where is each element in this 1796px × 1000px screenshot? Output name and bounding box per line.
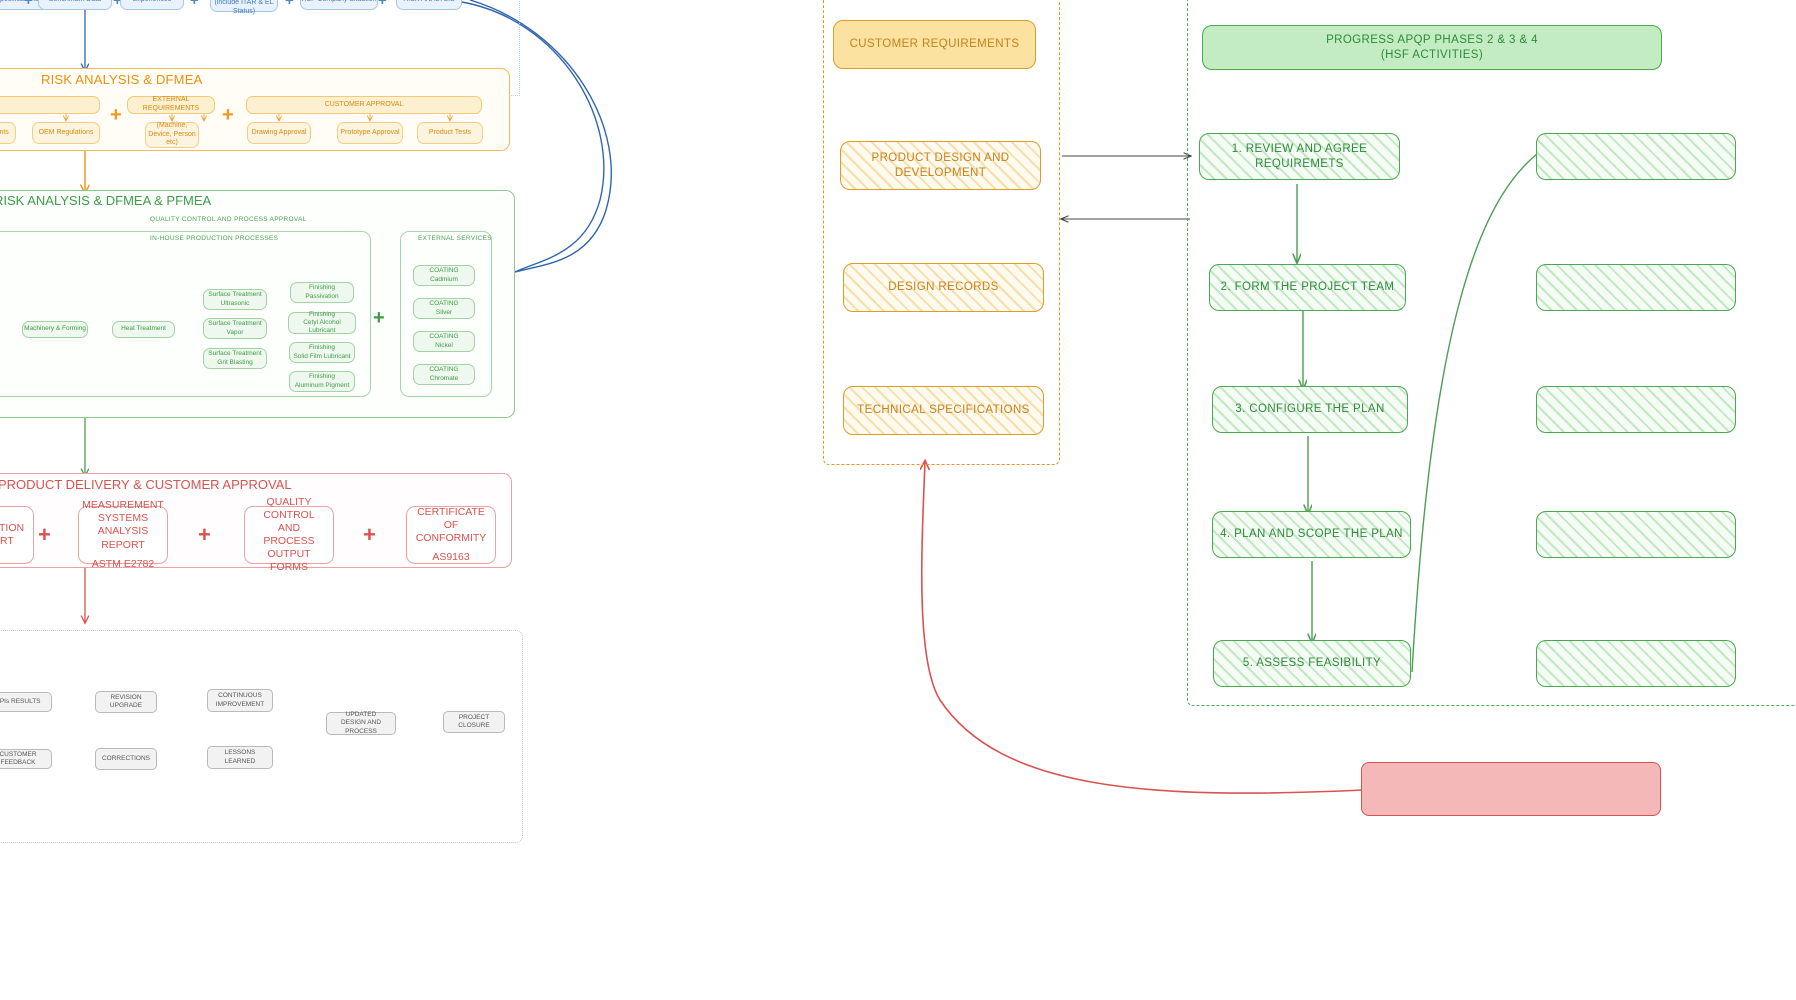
closure-node-0[interactable]: KPIs RESULTS: [0, 692, 52, 712]
closure-section: [0, 630, 523, 843]
inhouse-node-8[interactable]: Finishing Aluminum Pigment: [289, 371, 355, 392]
closure-node-6[interactable]: UPDATED DESIGN AND PROCESS: [326, 711, 396, 735]
input-item-design-records[interactable]: DESIGN RECORDS: [843, 263, 1044, 312]
delivery-box-3[interactable]: CERTIFICATE OF CONFORMITY AS9163: [406, 506, 496, 564]
delivery-box-2[interactable]: QUALITY CONTROL AND PROCESS OUTPUT FORMS: [244, 496, 334, 573]
apqp-step-offscreen-4[interactable]: [1536, 511, 1736, 558]
external-node-0[interactable]: COATING Cadmium: [413, 265, 475, 286]
blue-input-5[interactable]: RISK ANALYSIS: [396, 0, 462, 10]
blue-input-2[interactable]: Experiences: [120, 0, 184, 10]
closure-node-7[interactable]: PROJECT CLOSURE: [443, 711, 505, 733]
inhouse-node-7[interactable]: Finishing Solid Film Lubricant: [289, 342, 355, 363]
risk-pfmea-title: RISK ANALYSIS & DFMEA & PFMEA: [0, 193, 212, 208]
feedback-box[interactable]: [1361, 762, 1661, 816]
external-header: EXTERNAL SERVICES: [418, 235, 492, 242]
inhouse-node-5[interactable]: Finishing Passivation: [290, 282, 354, 303]
apqp-step-offscreen-3[interactable]: [1536, 386, 1736, 433]
orange-group-1-header[interactable]: EXTERNAL REQUIREMENTS: [127, 96, 215, 114]
delivery-box-0[interactable]: INSPECTION REPORT: [0, 506, 34, 564]
plus-separator: +: [24, 0, 33, 9]
plus-separator: +: [198, 522, 211, 547]
delivery-title: PRODUCT DELIVERY & CUSTOMER APPROVAL: [0, 477, 292, 492]
apqp-step-offscreen-5[interactable]: [1536, 640, 1736, 687]
delivery-box-1[interactable]: MEASUREMENT SYSTEMS ANALYSIS REPORT ASTM…: [78, 499, 168, 570]
input-item-technical-specifications[interactable]: TECHNICAL SPECIFICATIONS: [843, 386, 1044, 435]
plus-separator: +: [285, 0, 294, 9]
closure-node-1[interactable]: CUSTOMER FEEDBACK: [0, 749, 52, 769]
closure-node-4[interactable]: CONTINUOUS IMPROVEMENT: [207, 689, 273, 712]
inhouse-node-0[interactable]: Machinery & Forming: [22, 321, 88, 338]
inputs-column-container: [823, 0, 1060, 465]
orange-group-0-header[interactable]: [0, 96, 100, 114]
orange-group-2-child-2[interactable]: Product Tests: [417, 122, 483, 144]
external-node-1[interactable]: COATING Silver: [413, 298, 475, 319]
delivery-box-1-title: MEASUREMENT SYSTEMS ANALYSIS REPORT: [82, 499, 164, 551]
orange-group-0-child-0[interactable]: Requirements: [0, 122, 16, 144]
plus-separator: +: [363, 522, 376, 547]
closure-node-3[interactable]: CORRECTIONS: [95, 748, 157, 770]
orange-group-2-child-1[interactable]: Prototype Approval: [337, 122, 403, 144]
orange-group-2-header[interactable]: CUSTOMER APPROVAL: [246, 96, 482, 114]
external-subsection: [400, 231, 492, 397]
apqp-step-offscreen-1[interactable]: [1536, 133, 1736, 180]
inhouse-header: IN-HOUSE PRODUCTION PROCESSES: [150, 235, 279, 242]
blue-input-3[interactable]: Regulatory Requirements (include ITAR & …: [210, 0, 278, 15]
apqp-step-2[interactable]: 2. FORM THE PROJECT TEAM: [1209, 264, 1406, 311]
orange-group-2-child-0[interactable]: Drawing Approval: [247, 122, 311, 144]
plus-separator: +: [373, 307, 385, 329]
input-item-product-design[interactable]: PRODUCT DESIGN AND DEVELOPMENT: [840, 141, 1041, 190]
inhouse-node-2[interactable]: Surface Treatment Ultrasonic: [203, 289, 267, 310]
plus-separator: +: [190, 0, 199, 9]
plus-separator: +: [378, 0, 387, 9]
orange-group-0-child-1[interactable]: OEM Regulations: [32, 122, 100, 144]
risk-pfmea-subtitle: QUALITY CONTROL AND PROCESS APPROVAL: [150, 216, 307, 223]
inhouse-node-3[interactable]: Surface Treatment Vapor: [203, 318, 267, 339]
delivery-box-3-standard: AS9163: [432, 551, 470, 564]
apqp-step-5[interactable]: 5. ASSESS FEASIBILITY: [1213, 640, 1411, 687]
orange-group-1-child-0[interactable]: (Machine, Device, Person etc): [145, 122, 199, 148]
blue-input-1[interactable]: Benchmark Data: [38, 0, 112, 10]
plus-separator: +: [110, 104, 122, 126]
closure-node-2[interactable]: REVISION UPGRADE: [95, 691, 157, 713]
apqp-step-4[interactable]: 4. PLAN AND SCOPE THE PLAN: [1212, 511, 1411, 558]
inhouse-node-6[interactable]: Finishing Cetyl Alcohol Lubricant: [288, 311, 356, 334]
apqp-step-1[interactable]: 1. REVIEW AND AGREE REQUIREMETS: [1199, 133, 1400, 180]
blue-input-4[interactable]: HSF Company Situation: [300, 0, 378, 10]
plus-separator: +: [113, 0, 122, 9]
closure-node-5[interactable]: LESSONS LEARNED: [207, 746, 273, 769]
risk-dfmea-title: RISK ANALYSIS & DFMEA: [41, 72, 203, 87]
apqp-step-offscreen-2[interactable]: [1536, 264, 1736, 311]
inhouse-node-4[interactable]: Surface Treatment Grit Blasting: [203, 348, 267, 369]
inhouse-subsection: [0, 231, 371, 397]
plus-separator: +: [222, 104, 234, 126]
plus-separator: +: [38, 522, 51, 547]
apqp-step-3[interactable]: 3. CONFIGURE THE PLAN: [1212, 386, 1408, 433]
external-node-3[interactable]: COATING Chromate: [413, 364, 475, 385]
apqp-header[interactable]: PROGRESS APQP PHASES 2 & 3 & 4 (HSF ACTI…: [1202, 25, 1662, 70]
inhouse-node-1[interactable]: Heat Treatment: [112, 321, 175, 338]
external-node-2[interactable]: COATING Nickel: [413, 331, 475, 352]
apqp-column-container: [1187, 0, 1796, 706]
delivery-box-3-title: CERTIFICATE OF CONFORMITY: [415, 505, 487, 544]
input-item-customer-requirements[interactable]: CUSTOMER REQUIREMENTS: [833, 20, 1036, 69]
delivery-box-1-standard: ASTM E2782: [91, 557, 155, 570]
